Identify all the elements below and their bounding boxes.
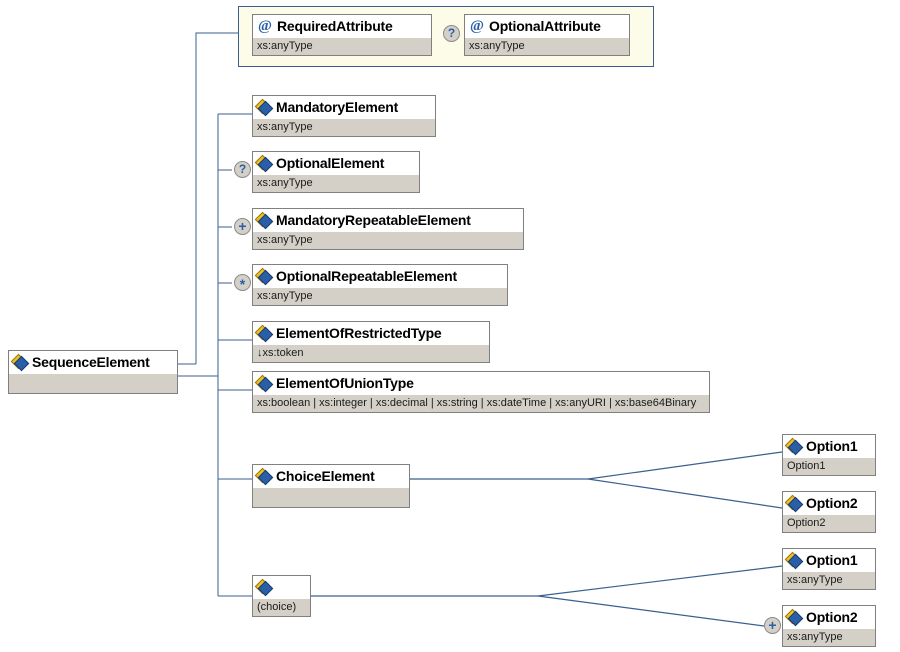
element-icon	[787, 439, 802, 454]
node-label: RequiredAttribute	[277, 17, 393, 34]
node-label: OptionalAttribute	[489, 17, 601, 34]
node-choice-element[interactable]: ChoiceElement	[252, 464, 410, 508]
node-title: @ RequiredAttribute	[253, 15, 431, 37]
node-required-attribute[interactable]: @ RequiredAttribute xs:anyType	[252, 14, 432, 56]
node-title: MandatoryRepeatableElement	[253, 209, 523, 231]
node-type	[9, 373, 177, 393]
node-label: ElementOfUnionType	[276, 374, 414, 391]
node-label: ElementOfRestrictedType	[276, 324, 442, 341]
attribute-icon: @	[258, 17, 272, 34]
node-type: Option1	[783, 457, 875, 475]
cardinality-marker-repeat-plus[interactable]: +	[234, 218, 251, 235]
node-label: Option1	[806, 551, 858, 568]
node-label: Option2	[806, 608, 858, 625]
node-type: Option2	[783, 514, 875, 532]
node-type: xs:anyType	[465, 37, 629, 55]
node-title: OptionalElement	[253, 152, 419, 174]
node-title: ElementOfRestrictedType	[253, 322, 489, 344]
node-type: xs:anyType	[253, 287, 507, 305]
node-title: SequenceElement	[9, 351, 177, 373]
cardinality-marker-repeat-star[interactable]: *	[234, 274, 251, 292]
node-label: Option2	[806, 494, 858, 511]
node-type: xs:anyType	[783, 628, 875, 646]
node-title: Option2	[783, 492, 875, 514]
element-icon	[257, 376, 272, 391]
node-optional-attribute[interactable]: @ OptionalAttribute xs:anyType	[464, 14, 630, 56]
node-title: @ OptionalAttribute	[465, 15, 629, 37]
element-icon	[787, 610, 802, 625]
node-title: Option1	[783, 549, 875, 571]
element-icon	[787, 553, 802, 568]
element-icon	[787, 496, 802, 511]
element-icon	[257, 100, 272, 115]
node-type: (choice)	[253, 598, 310, 616]
node-label: MandatoryElement	[276, 98, 399, 115]
element-icon	[13, 355, 28, 370]
element-icon	[257, 326, 272, 341]
node-choice-group-option-1[interactable]: Option1 xs:anyType	[782, 548, 876, 590]
node-choice-group-option-2[interactable]: Option2 xs:anyType	[782, 605, 876, 647]
node-label: MandatoryRepeatableElement	[276, 211, 471, 228]
node-type: xs:anyType	[253, 118, 435, 136]
node-element-of-union-type[interactable]: ElementOfUnionType xs:boolean | xs:integ…	[252, 371, 710, 413]
node-type	[253, 487, 409, 507]
node-mandatory-repeatable-element[interactable]: MandatoryRepeatableElement xs:anyType	[252, 208, 524, 250]
node-choice-option-2[interactable]: Option2 Option2	[782, 491, 876, 533]
node-element-of-restricted-type[interactable]: ElementOfRestrictedType ↓xs:token	[252, 321, 490, 363]
node-type: xs:anyType	[253, 174, 419, 192]
node-title	[253, 576, 310, 598]
node-choice-group[interactable]: (choice)	[252, 575, 311, 617]
node-choice-option-1[interactable]: Option1 Option1	[782, 434, 876, 476]
cardinality-marker-repeat-plus[interactable]: +	[764, 617, 781, 634]
attribute-icon: @	[470, 17, 484, 34]
node-type: ↓xs:token	[253, 344, 489, 362]
element-icon	[257, 269, 272, 284]
node-label: SequenceElement	[32, 353, 150, 370]
node-sequence-element[interactable]: SequenceElement	[8, 350, 178, 394]
node-type: xs:anyType	[783, 571, 875, 589]
node-label: OptionalRepeatableElement	[276, 267, 457, 284]
node-label: ChoiceElement	[276, 467, 375, 484]
cardinality-marker-optional[interactable]: ?	[234, 161, 251, 178]
node-title: Option1	[783, 435, 875, 457]
element-icon	[257, 469, 272, 484]
node-title: OptionalRepeatableElement	[253, 265, 507, 287]
node-title: ChoiceElement	[253, 465, 409, 487]
node-optional-element[interactable]: OptionalElement xs:anyType	[252, 151, 420, 193]
cardinality-marker-optional[interactable]: ?	[443, 25, 460, 42]
node-label: OptionalElement	[276, 154, 385, 171]
node-label: Option1	[806, 437, 858, 454]
node-title: MandatoryElement	[253, 96, 435, 118]
element-icon	[257, 156, 272, 171]
element-icon	[257, 580, 272, 595]
element-icon	[257, 213, 272, 228]
node-type: xs:anyType	[253, 231, 523, 249]
node-title: ElementOfUnionType	[253, 372, 709, 394]
node-type: xs:boolean | xs:integer | xs:decimal | x…	[253, 394, 709, 412]
node-mandatory-element[interactable]: MandatoryElement xs:anyType	[252, 95, 436, 137]
node-optional-repeatable-element[interactable]: OptionalRepeatableElement xs:anyType	[252, 264, 508, 306]
node-title: Option2	[783, 606, 875, 628]
node-type: xs:anyType	[253, 37, 431, 55]
